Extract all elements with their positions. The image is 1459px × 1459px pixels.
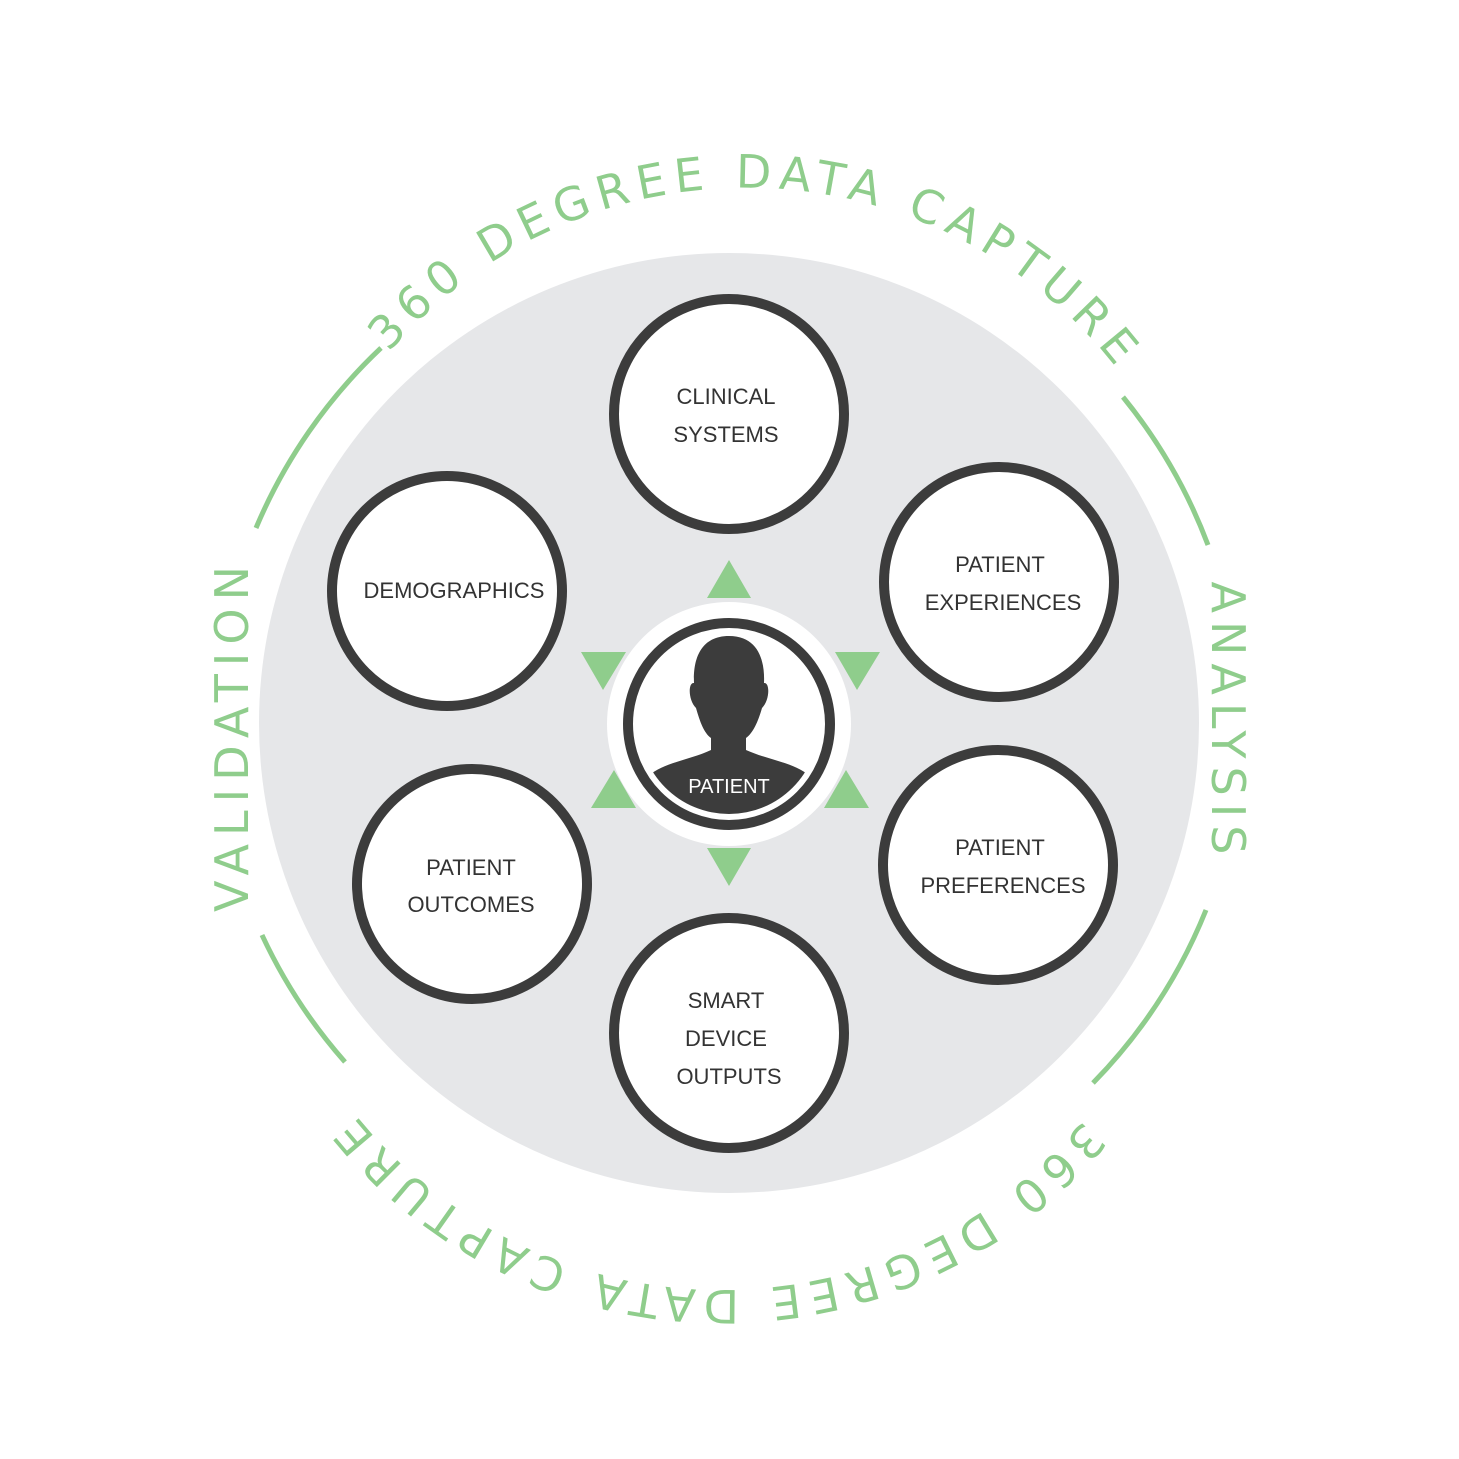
arrow-lower-left-icon [591, 770, 636, 808]
center-label: PATIENT [688, 776, 769, 798]
node-demographics: DEMOGRAPHICS [327, 471, 567, 711]
node-circle [879, 462, 1119, 702]
node-patient-preferences: PATIENT PREFERENCES [878, 745, 1118, 985]
node-label-line2: DEVICE [685, 1026, 767, 1051]
node-label-line1: CLINICAL [676, 384, 775, 409]
node-label-line2: EXPERIENCES [925, 590, 1082, 615]
arrow-lower-right-icon [824, 770, 869, 808]
arc-bottom-right [1091, 909, 1209, 1085]
arrow-upper-right-icon [835, 652, 880, 690]
ring-left-label: VALIDATION [205, 558, 259, 912]
arrow-upper-left-icon [581, 652, 626, 690]
arrow-up-icon [707, 560, 751, 598]
node-circle [878, 745, 1118, 985]
node-label-line1: PATIENT [426, 855, 516, 880]
node-label-line1: SMART [688, 988, 765, 1013]
node-circle [609, 913, 849, 1153]
node-label-line1: PATIENT [955, 552, 1045, 577]
arc-top-left [253, 346, 383, 529]
node-patient-outcomes: PATIENT OUTCOMES [352, 764, 592, 1004]
center-patient: PATIENT [607, 602, 851, 846]
ring-right-label: ANALYSIS [1201, 582, 1255, 863]
direction-arrows [581, 560, 880, 886]
node-patient-experiences: PATIENT EXPERIENCES [879, 462, 1119, 702]
node-label-line2: SYSTEMS [673, 422, 778, 447]
node-clinical-systems: CLINICAL SYSTEMS [609, 294, 849, 534]
outer-ring-arcs [253, 346, 1211, 1085]
node-label-line1: PATIENT [955, 835, 1045, 860]
node-circle [327, 471, 567, 711]
node-label-line2: OUTCOMES [407, 892, 534, 917]
node-label-line1: DEMOGRAPHICS [364, 578, 545, 603]
arrow-down-icon [707, 848, 751, 886]
node-label-line2: PREFERENCES [920, 873, 1085, 898]
node-circle [609, 294, 849, 534]
node-smart-device-outputs: SMART DEVICE OUTPUTS [609, 913, 849, 1153]
node-circle [352, 764, 592, 1004]
arc-bottom-left [259, 933, 347, 1064]
arc-top-right [1121, 395, 1211, 546]
node-label-line3: OUTPUTS [676, 1064, 781, 1089]
